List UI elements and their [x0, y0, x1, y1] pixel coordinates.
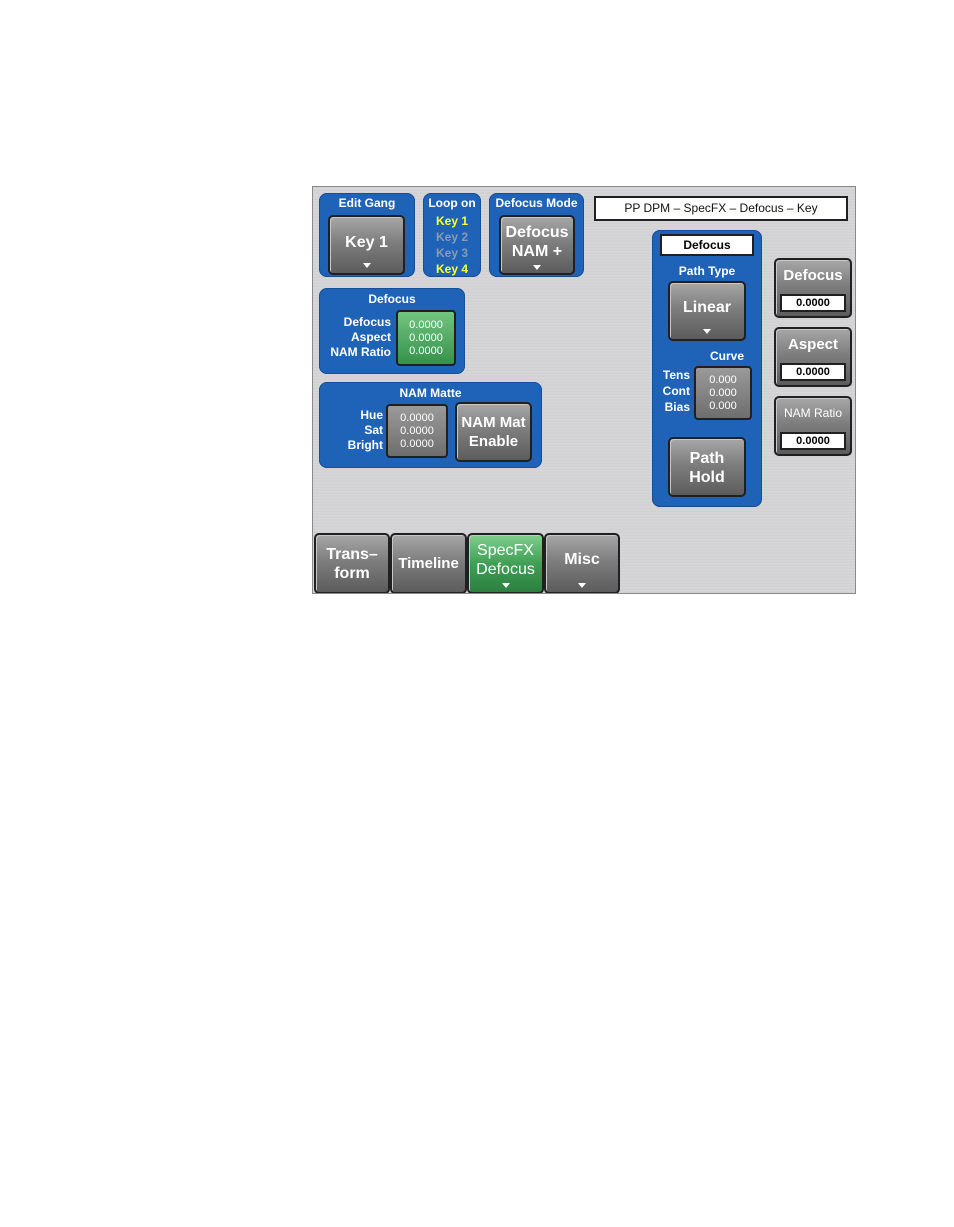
dropdown-arrow-icon — [533, 265, 541, 270]
aspect-control-label: Aspect — [787, 336, 839, 353]
defocus-values-title: Defocus — [368, 292, 416, 306]
loop-on-item[interactable]: Key 1 — [435, 214, 469, 228]
aspect-control-value: 0.0000 — [780, 363, 846, 381]
loop-on-item[interactable]: Key 2 — [435, 230, 469, 244]
tens-label: Tens — [662, 368, 690, 382]
edit-gang-panel: Edit Gang Key 1 — [319, 193, 415, 277]
loop-on-panel: Loop on Key 1 Key 2 Key 3 Key 4 — [423, 193, 481, 277]
nam-mat-enable-line2: Enable — [468, 433, 519, 450]
tab-transform-line1: Trans– — [326, 546, 378, 563]
nam-ratio-control-button[interactable]: NAM Ratio 0.0000 — [774, 396, 852, 456]
tab-transform-line2: form — [334, 565, 370, 582]
defocus-values-box[interactable]: 0.0000 0.0000 0.0000 — [396, 310, 456, 366]
path-panel-header: Defocus — [660, 234, 754, 256]
loop-on-item[interactable]: Key 3 — [435, 246, 469, 260]
tab-specfx-defocus[interactable]: SpecFX Defocus — [467, 533, 544, 593]
defocus-mode-title: Defocus Mode — [495, 196, 578, 210]
defocus-mode-panel: Defocus Mode Defocus NAM + — [489, 193, 584, 277]
bright-value: 0.0000 — [400, 438, 434, 450]
edit-gang-title: Edit Gang — [338, 196, 396, 210]
path-hold-button[interactable]: Path Hold — [668, 437, 746, 497]
page-title: PP DPM – SpecFX – Defocus – Key — [594, 196, 848, 221]
curve-title: Curve — [709, 349, 744, 363]
defocus-control-button[interactable]: Defocus 0.0000 — [774, 258, 852, 318]
tab-timeline[interactable]: Timeline — [390, 533, 467, 593]
loop-on-title: Loop on — [428, 196, 476, 210]
path-type-button[interactable]: Linear — [668, 281, 746, 341]
tens-value: 0.000 — [709, 374, 737, 386]
nam-matte-values-box[interactable]: 0.0000 0.0000 0.0000 — [386, 404, 448, 458]
nam-ratio-control-value: 0.0000 — [780, 432, 846, 450]
tab-misc[interactable]: Misc — [544, 533, 620, 593]
nam-matte-title: NAM Matte — [399, 386, 462, 400]
defocus-mode-line1: Defocus — [505, 224, 569, 241]
tab-misc-label: Misc — [564, 551, 600, 568]
loop-on-item[interactable]: Key 4 — [435, 262, 469, 276]
nam-ratio-value: 0.0000 — [409, 345, 443, 357]
defocus-label: Defocus — [343, 315, 391, 329]
tab-specfx-line1: SpecFX — [477, 542, 534, 559]
dropdown-arrow-icon — [703, 329, 711, 334]
hue-value: 0.0000 — [400, 412, 434, 424]
nam-mat-enable-button[interactable]: NAM Mat Enable — [455, 402, 532, 462]
cont-value: 0.000 — [709, 387, 737, 399]
tab-specfx-line2: Defocus — [476, 561, 535, 578]
dropdown-arrow-icon — [362, 263, 371, 268]
dropdown-arrow-icon — [578, 583, 586, 588]
hue-label: Hue — [360, 408, 383, 422]
edit-gang-button-label: Key 1 — [345, 234, 388, 251]
defocus-value: 0.0000 — [409, 319, 443, 331]
sat-label: Sat — [364, 423, 383, 437]
defocus-control-label: Defocus — [783, 267, 843, 284]
curve-values-box[interactable]: 0.000 0.000 0.000 — [694, 366, 752, 420]
defocus-values-panel: Defocus Defocus Aspect NAM Ratio 0.0000 … — [319, 288, 465, 374]
aspect-label: Aspect — [350, 330, 391, 344]
path-hold-line2: Hold — [689, 469, 725, 486]
nam-mat-enable-line1: NAM Mat — [461, 414, 526, 431]
nam-ratio-label: NAM Ratio — [330, 345, 391, 359]
nam-matte-panel: NAM Matte Hue Sat Bright 0.0000 0.0000 0… — [319, 382, 542, 468]
defocus-control-value: 0.0000 — [780, 294, 846, 312]
bright-label: Bright — [347, 438, 383, 452]
tab-timeline-label: Timeline — [398, 555, 459, 572]
defocus-mode-line2: NAM + — [511, 243, 563, 260]
menu-screen: PP DPM – SpecFX – Defocus – Key Edit Gan… — [312, 186, 856, 594]
cont-label: Cont — [662, 384, 690, 398]
nam-ratio-control-label: NAM Ratio — [783, 406, 842, 420]
defocus-mode-button[interactable]: Defocus NAM + — [499, 215, 575, 275]
path-hold-line1: Path — [689, 450, 725, 467]
sat-value: 0.0000 — [400, 425, 434, 437]
aspect-value: 0.0000 — [409, 332, 443, 344]
path-type-button-label: Linear — [682, 299, 731, 316]
edit-gang-button[interactable]: Key 1 — [328, 215, 405, 275]
dropdown-arrow-icon — [501, 583, 510, 588]
path-panel: Defocus Path Type Linear Curve Tens Cont… — [652, 230, 762, 507]
aspect-control-button[interactable]: Aspect 0.0000 — [774, 327, 852, 387]
path-type-title: Path Type — [678, 264, 736, 278]
bias-value: 0.000 — [709, 400, 737, 412]
bias-label: Bias — [664, 400, 690, 414]
tab-transform[interactable]: Trans– form — [314, 533, 390, 593]
